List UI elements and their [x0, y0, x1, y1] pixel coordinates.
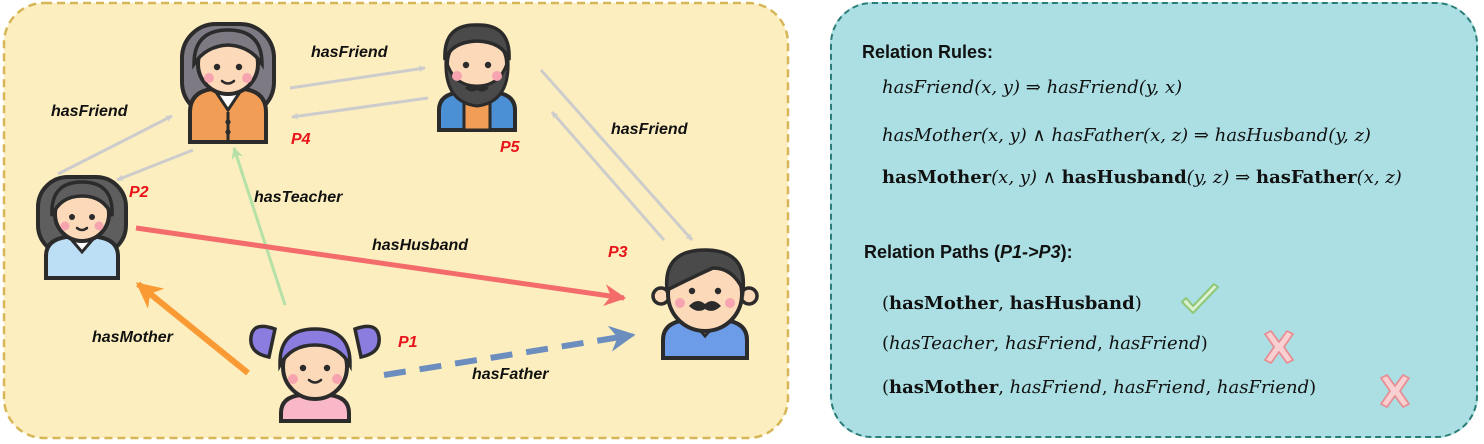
relation-graph: hasFriend hasFriend hasFriend hasTeacher… — [2, 1, 790, 440]
rule-2-a-args: (x, y) — [980, 125, 1027, 146]
path-2-close: ) — [1200, 333, 1208, 354]
rule-2-b: hasFather — [1051, 125, 1144, 146]
rule-3-rhs-args: (x, z) — [1356, 167, 1402, 188]
path-3-r2: hasFriend — [1009, 377, 1102, 398]
rule-3-b-args: (y, z) — [1186, 167, 1230, 188]
rule-3-arrow: ⇒ — [1235, 167, 1251, 188]
rules-panel: Relation Rules: hasFriend(x, y) ⇒ hasFri… — [830, 2, 1478, 438]
edge-label-p2-p4: hasFriend — [51, 103, 129, 120]
path-2-sep2: , — [1097, 333, 1109, 354]
edge-label-p4-p5: hasFriend — [311, 44, 389, 61]
edge-p1-p2 — [135, 281, 250, 376]
rule-3-a: hasMother — [882, 167, 992, 188]
path-3-open: ( — [882, 377, 890, 398]
rule-3-a-args: (x, y) — [991, 167, 1037, 188]
edge-p1-p4 — [231, 146, 287, 306]
rule-2: hasMother(x, y) ∧ hasFather(x, z) ⇒ hasH… — [882, 125, 1371, 146]
path-1-sep1: , — [998, 293, 1010, 314]
relation-paths-heading: Relation Paths (P1->P3): — [864, 242, 1073, 263]
check-icon — [1181, 283, 1219, 314]
rule-2-b-args: (x, z) — [1143, 125, 1189, 146]
relation-paths-heading-prefix: Relation Paths ( — [864, 242, 1001, 262]
path-2-open: ( — [882, 333, 890, 354]
path-3-r3: hasFriend — [1113, 377, 1206, 398]
person-p5-avatar — [437, 23, 517, 132]
relation-rules-heading: Relation Rules: — [862, 42, 994, 62]
node-label-p3: P3 — [608, 244, 628, 261]
edge-label-p2-p3: hasHusband — [372, 237, 469, 254]
rule-2-a: hasMother — [882, 125, 981, 146]
path-1-close: ) — [1134, 293, 1142, 314]
rule-1-arrow: ⇒ — [1025, 77, 1041, 98]
edge-p1-p3 — [383, 325, 636, 378]
path-2-r3: hasFriend — [1108, 333, 1201, 354]
rule-1-lhs: hasFriend — [882, 77, 975, 98]
path-3-sep2: , — [1101, 377, 1114, 398]
edge-label-p5-p3: hasFriend — [611, 121, 689, 138]
path-1: (hasMother, hasHusband) — [882, 293, 1142, 314]
path-3-sep3: , — [1205, 377, 1217, 398]
rule-2-rhs: hasHusband — [1214, 125, 1329, 146]
edge-p4-p5 — [289, 65, 429, 120]
rule-1: hasFriend(x, y) ⇒ hasFriend(y, x) — [882, 77, 1182, 98]
path-2-r2: hasFriend — [1004, 333, 1098, 354]
rule-1-rhs-args: (y, x) — [1138, 77, 1183, 98]
rule-2-arrow: ⇒ — [1193, 125, 1209, 146]
cross-icon — [1380, 374, 1410, 408]
rule-3-and: ∧ — [1042, 167, 1056, 188]
path-2-r1: hasTeacher — [889, 333, 994, 354]
person-p1-avatar — [249, 324, 381, 423]
node-label-p1: P1 — [398, 334, 418, 351]
cross-icon — [1264, 330, 1294, 364]
edge-p2-p4 — [57, 114, 194, 182]
path-3-r1: hasMother — [889, 377, 999, 398]
rule-2-and: ∧ — [1032, 125, 1046, 146]
path-3-sep1: , — [998, 377, 1010, 398]
relation-paths-query: P1->P3 — [1000, 242, 1061, 262]
rule-2-rhs-args: (y, z) — [1328, 125, 1371, 146]
path-3-r4: hasFriend — [1216, 377, 1310, 398]
node-label-p2: P2 — [129, 184, 149, 201]
edge-label-p1-p4: hasTeacher — [254, 189, 343, 206]
rule-3-rhs: hasFather — [1255, 167, 1357, 188]
node-label-p5: P5 — [500, 139, 521, 156]
edge-p5-p3 — [539, 69, 694, 241]
rule-3: hasMother(x, y) ∧ hasHusband(y, z) ⇒ has… — [882, 167, 1402, 188]
rule-1-lhs-args: (x, y) — [974, 77, 1020, 98]
rule-3-b: hasHusband — [1061, 167, 1187, 188]
path-3: (hasMother, hasFriend, hasFriend, hasFri… — [882, 377, 1316, 398]
path-1-r1: hasMother — [889, 293, 999, 314]
edge-label-p1-p3: hasFather — [472, 366, 549, 383]
path-2: (hasTeacher, hasFriend, hasFriend) — [882, 333, 1208, 354]
path-1-r2: hasHusband — [1009, 293, 1135, 314]
person-p3-avatar — [651, 248, 759, 360]
rule-1-rhs: hasFriend — [1046, 77, 1139, 98]
path-2-sep1: , — [993, 333, 1005, 354]
relation-paths-heading-suffix: ): — [1060, 242, 1073, 262]
node-label-p4: P4 — [291, 131, 311, 148]
path-3-close: ) — [1309, 377, 1317, 398]
person-p4-avatar — [180, 22, 276, 144]
edge-label-p1-p2: hasMother — [92, 329, 174, 346]
edge-p2-p3 — [135, 225, 627, 307]
path-1-open: ( — [882, 293, 890, 314]
person-p2-avatar — [36, 175, 128, 280]
